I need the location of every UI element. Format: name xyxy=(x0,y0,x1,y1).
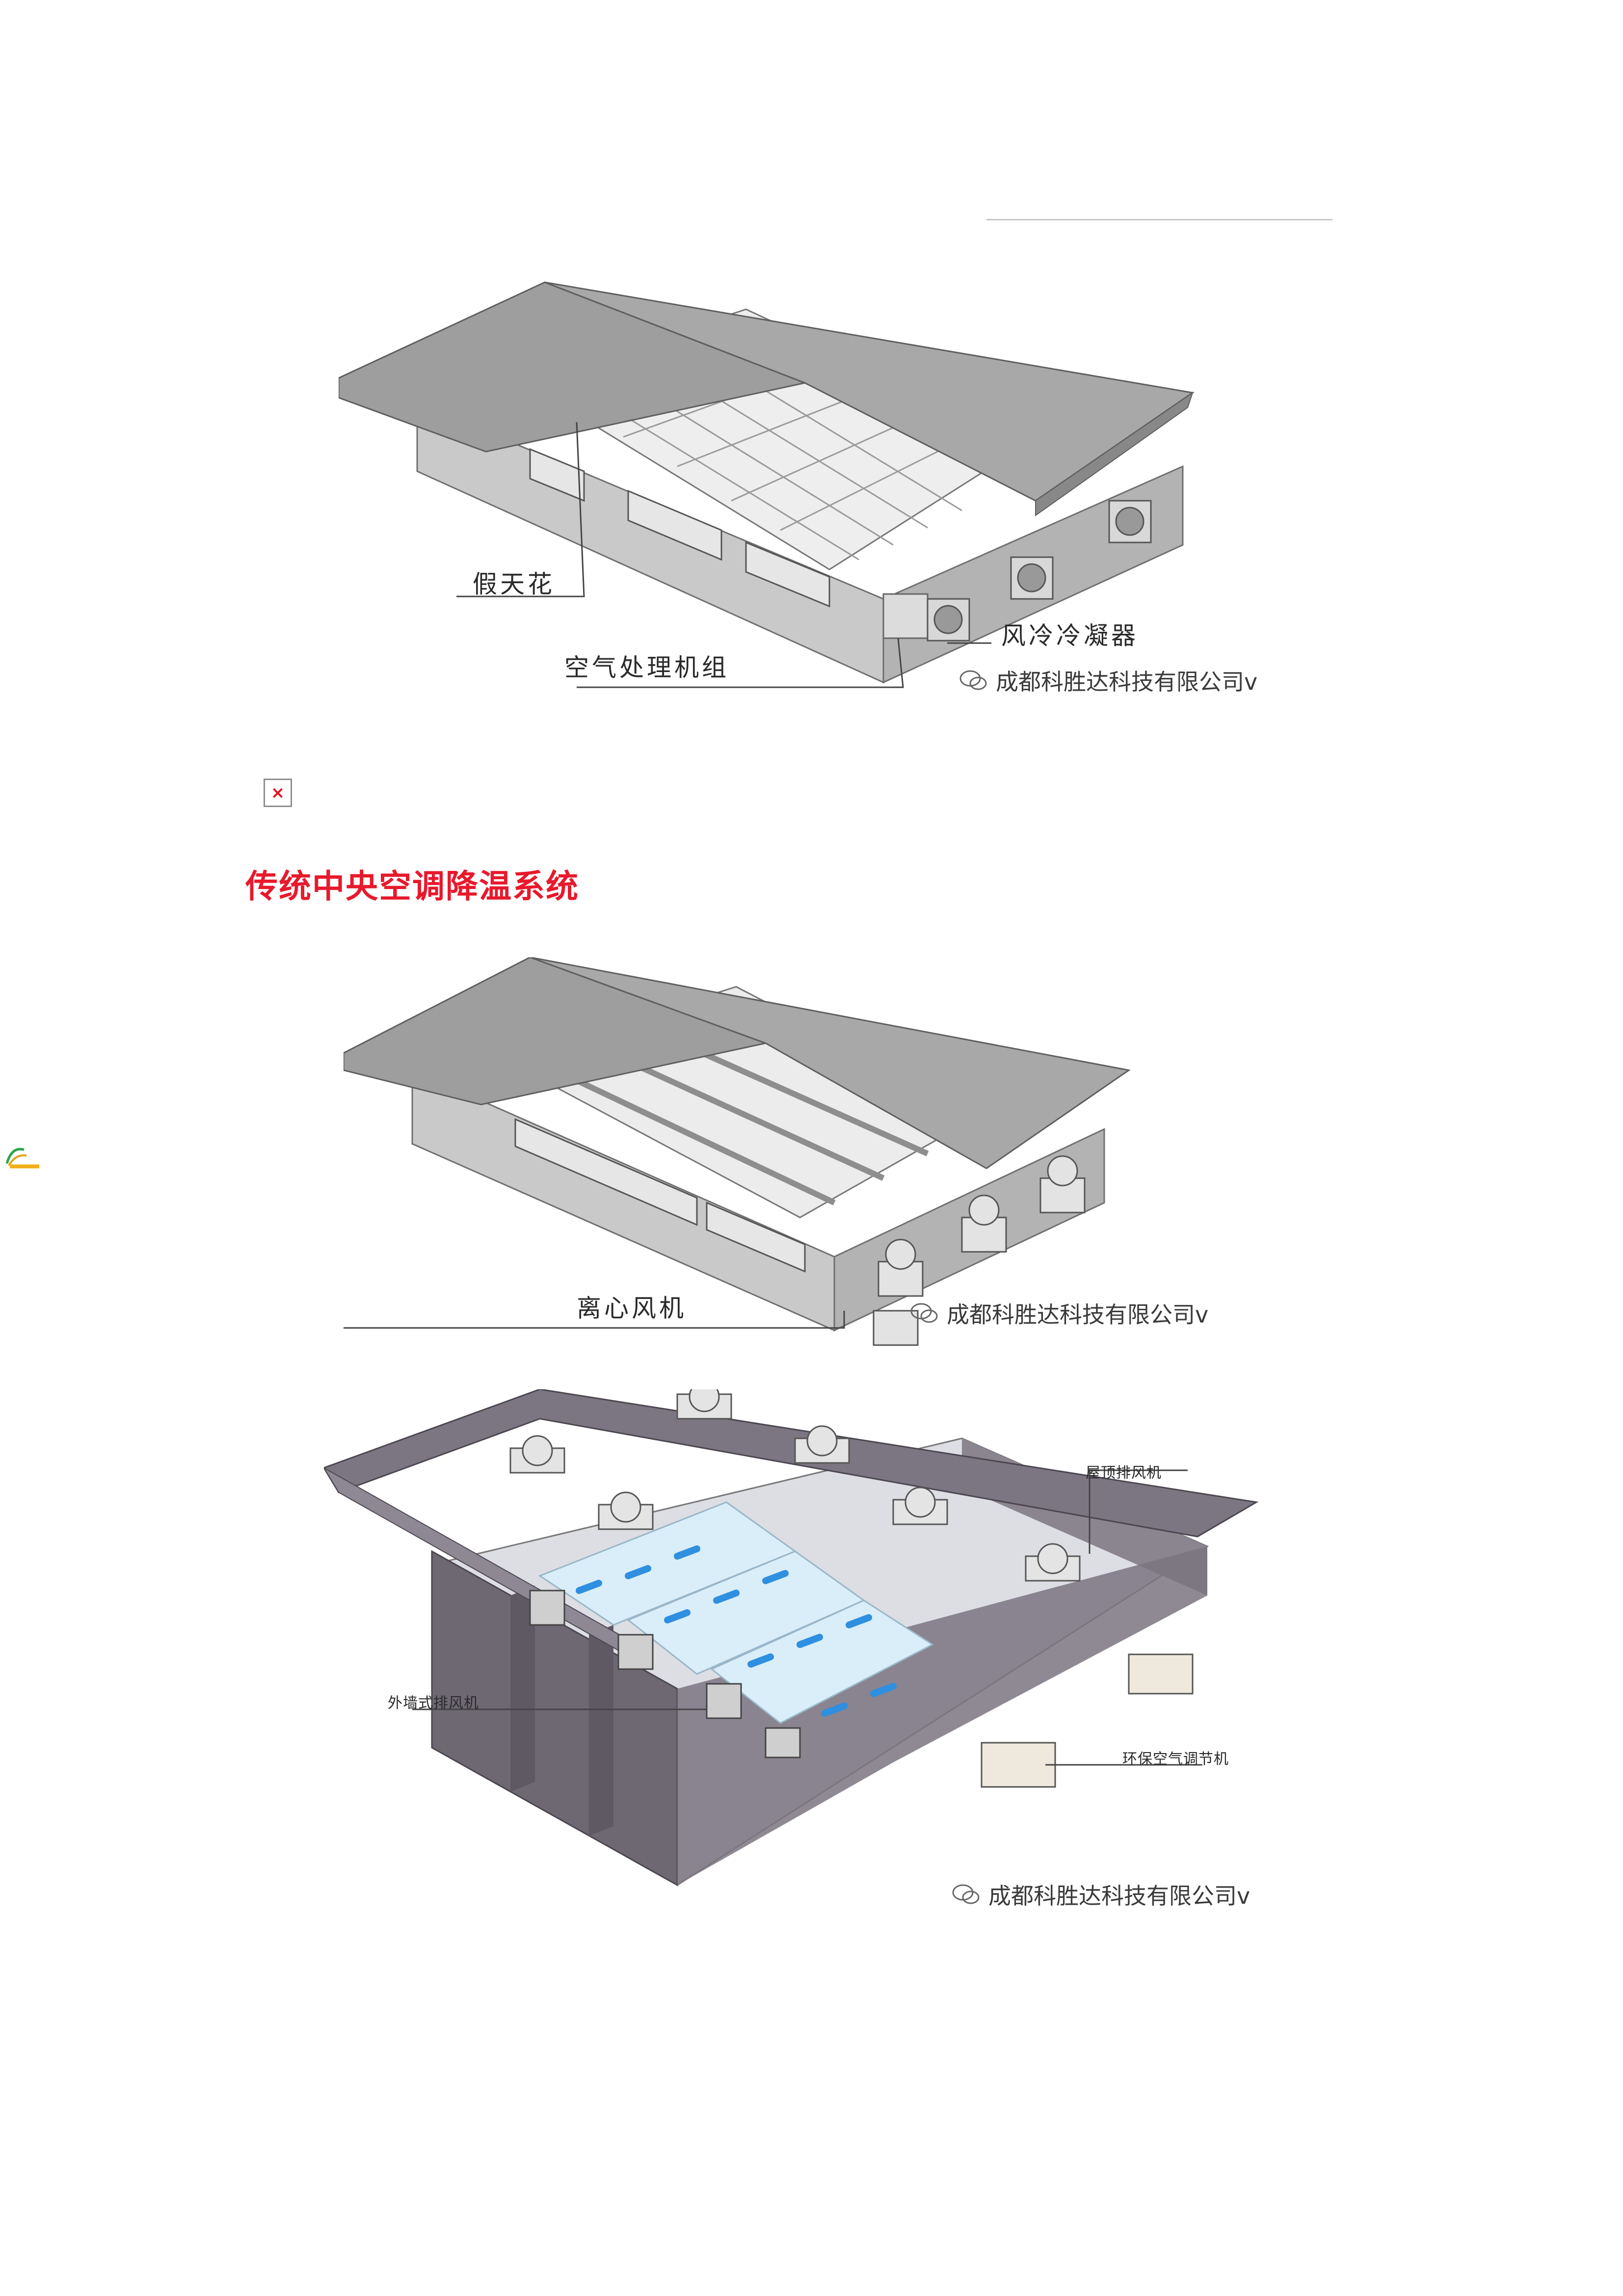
diagram-centrifugal-fan-building xyxy=(344,957,1131,1346)
label-centrifugal-fan: 离心风机 xyxy=(577,1294,687,1323)
broken-image-icon: × xyxy=(264,779,292,807)
wechat-icon xyxy=(959,670,987,690)
label-wall-exhaust-fan: 外墙式排风机 xyxy=(388,1695,479,1712)
watermark-2: 成都科胜达科技有限公司v xyxy=(910,1297,1208,1329)
watermark-text: 成都科胜达科技有限公司v xyxy=(947,1301,1209,1328)
top-divider-line xyxy=(986,219,1332,220)
wechat-icon xyxy=(910,1303,938,1323)
label-eco-air-conditioner: 环保空气调节机 xyxy=(1122,1751,1229,1768)
watermark-text: 成都科胜达科技有限公司v xyxy=(988,1883,1251,1909)
site-logo-icon xyxy=(5,1148,39,1168)
watermark-3: 成都科胜达科技有限公司v xyxy=(952,1878,1250,1911)
section-heading: 传统中央空调降温系统 xyxy=(245,867,579,905)
label-air-cooled-condenser: 风冷冷凝器 xyxy=(1001,621,1139,650)
label-air-handling-unit: 空气处理机组 xyxy=(564,653,729,682)
wechat-icon xyxy=(952,1884,980,1904)
watermark-text: 成都科胜达科技有限公司v xyxy=(996,669,1258,695)
diagram-evaporative-cooling-building xyxy=(324,1389,1259,1887)
watermark-1: 成都科胜达科技有限公司v xyxy=(959,664,1257,697)
label-false-ceiling: 假天花 xyxy=(473,570,555,598)
label-roof-exhaust-fan: 屋顶排风机 xyxy=(1086,1464,1162,1482)
diagram-central-ac-building xyxy=(339,281,1195,688)
